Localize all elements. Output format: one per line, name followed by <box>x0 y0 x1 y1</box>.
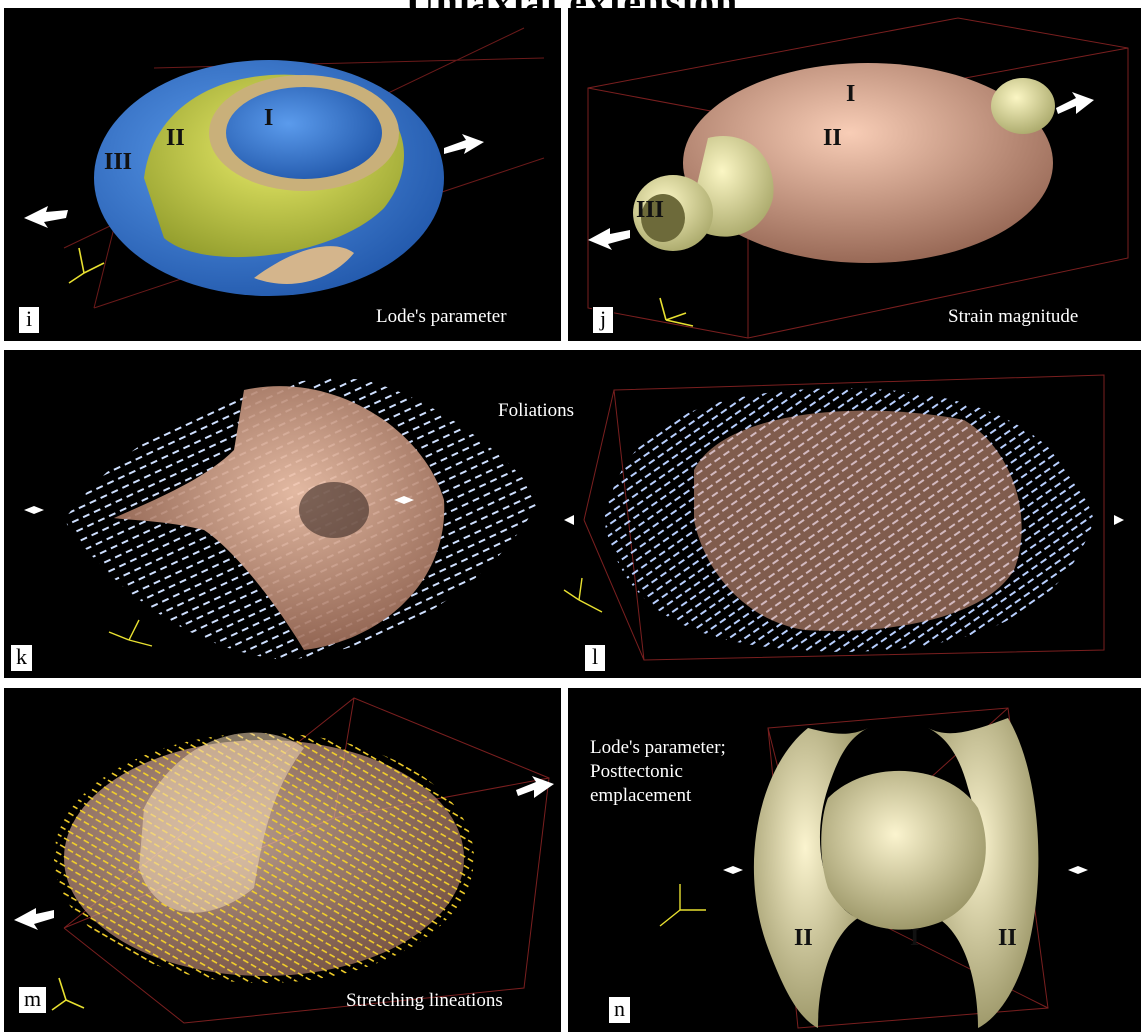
region-label-II-right: II <box>998 926 1017 950</box>
extension-arrow-right-icon <box>1056 92 1094 114</box>
extension-arrow-left-icon <box>24 206 68 228</box>
panel-i: I II III i Lode's parameter <box>4 8 561 341</box>
inner-blue-surface <box>226 87 382 179</box>
axis-triad-icon <box>660 298 693 326</box>
panel-i-caption: Lode's parameter <box>376 306 507 328</box>
panel-n: Lode's parameter; Posttectonic emplaceme… <box>568 688 1141 1032</box>
region-label-III: III <box>636 198 664 222</box>
extension-arrow-right-icon <box>444 134 484 154</box>
extension-arrow-right-icon <box>1068 866 1088 874</box>
extension-arrow-right-icon-l <box>1114 515 1124 525</box>
axis-triad-icon <box>69 248 104 283</box>
panel-l-caption: Foliations <box>498 400 574 422</box>
region-label-II-left: II <box>794 926 813 950</box>
extension-arrow-left-icon <box>723 866 743 874</box>
panel-letter-j: j <box>592 306 614 334</box>
panel-i-visual <box>4 8 561 341</box>
panel-m: m Stretching lineations <box>4 688 561 1032</box>
axis-triad-icon <box>52 978 84 1010</box>
panel-m-visual <box>4 688 561 1032</box>
region-label-III: III <box>104 150 132 174</box>
axis-triad-icon <box>660 884 706 926</box>
extension-arrow-left-icon <box>24 506 44 514</box>
surface-hollow <box>299 482 369 538</box>
region-label-II: II <box>166 126 185 150</box>
peach-surface-l <box>694 411 1022 631</box>
panel-j: I II III j Strain magnitude <box>568 8 1141 341</box>
panel-j-caption: Strain magnitude <box>948 306 1078 328</box>
panel-letter-k: k <box>10 644 33 672</box>
panel-j-visual <box>568 8 1141 341</box>
extension-arrow-right-icon <box>516 776 554 798</box>
extension-arrow-left-icon-l <box>564 515 574 525</box>
region-label-I: I <box>846 82 855 106</box>
region-label-II: II <box>823 126 842 150</box>
panel-n-caption: Lode's parameter; Posttectonic emplaceme… <box>590 736 760 808</box>
extension-arrow-left-icon <box>14 908 54 930</box>
panel-k-l: Foliations k l <box>4 350 1141 678</box>
panel-letter-i: i <box>18 306 40 334</box>
extension-arrow-left-icon <box>588 228 630 250</box>
right-cream-tube <box>991 78 1055 134</box>
central-surface <box>821 771 986 930</box>
region-label-I: I <box>264 106 273 130</box>
panel-letter-m: m <box>18 986 47 1014</box>
axis-triad-icon <box>109 620 152 646</box>
panel-letter-n: n <box>608 996 631 1024</box>
panel-m-caption: Stretching lineations <box>346 990 503 1012</box>
region-label-I: I <box>910 926 919 950</box>
axis-triad-icon-l <box>564 578 602 612</box>
panel-letter-l: l <box>584 644 606 672</box>
